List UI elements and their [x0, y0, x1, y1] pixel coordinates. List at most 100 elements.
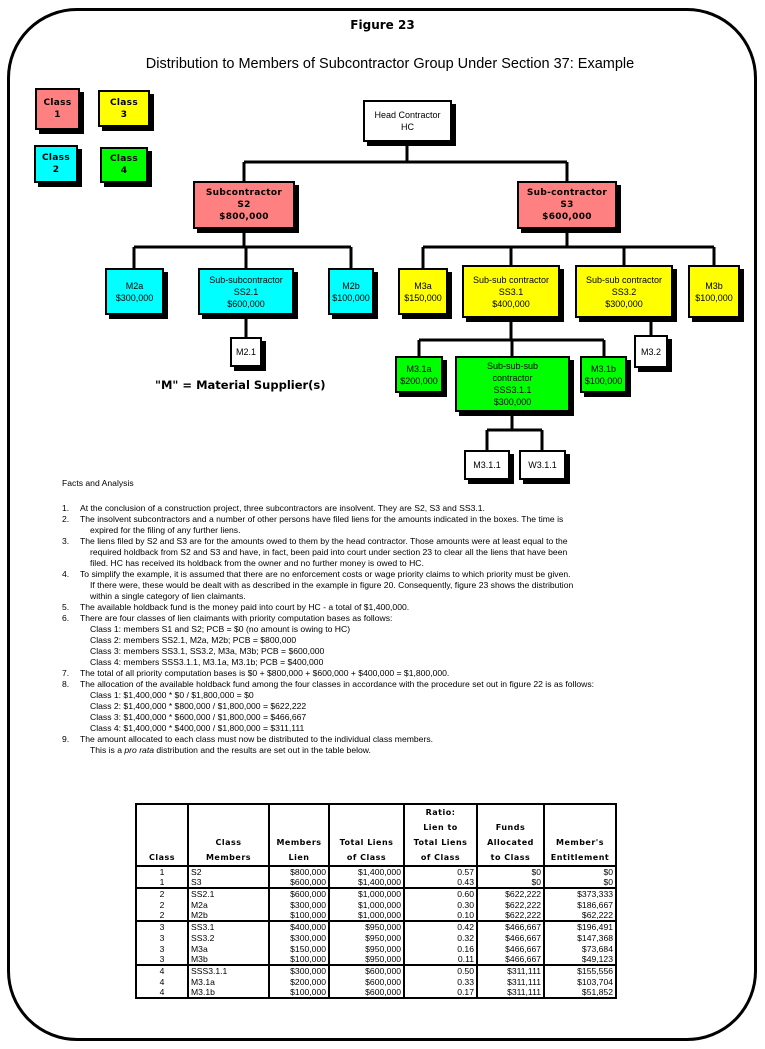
- table-cell: $466,667: [476, 943, 545, 954]
- fact-line: The liens filed by S2 and S3 are for the…: [80, 536, 568, 546]
- table-cell: $600,000: [328, 987, 405, 999]
- table-cell: $311,111: [476, 964, 545, 976]
- fact-item: 9.The amount allocated to each class mus…: [62, 734, 742, 756]
- header-line: Member's: [555, 838, 605, 847]
- table-cell: $300,000: [268, 964, 330, 976]
- table-cell: $600,000: [268, 887, 330, 899]
- table-cell: 2: [135, 910, 189, 921]
- header-line: of Class: [346, 853, 387, 862]
- table-cell: $0: [543, 877, 617, 888]
- fact-item: 4.To simplify the example, it is assumed…: [62, 569, 742, 602]
- header-line: to Class: [490, 853, 531, 862]
- fact-number: 8.: [62, 679, 70, 689]
- node-m2a: M2a$300,000: [105, 268, 164, 315]
- fact-line: There are four classes of lien claimants…: [80, 613, 393, 623]
- table-cell: $100,000: [268, 987, 330, 999]
- table-cell: 0.57: [403, 865, 478, 877]
- table-cell: 3: [135, 943, 189, 954]
- fact-line: The allocation of the available holdback…: [80, 679, 595, 689]
- column-header: Class: [135, 803, 189, 867]
- table-cell: M2a: [187, 899, 270, 910]
- fact-item: 3.The liens filed by S2 and S3 are for t…: [62, 536, 742, 569]
- table-cell: $100,000: [268, 910, 330, 921]
- table-cell: 4: [135, 976, 189, 987]
- table-cell: $466,667: [476, 920, 545, 932]
- table-cell: $1,400,000: [328, 877, 405, 888]
- table-cell: $49,123: [543, 954, 617, 965]
- table-cell: $147,368: [543, 932, 617, 943]
- table-cell: 0.60: [403, 887, 478, 899]
- fact-number: 2.: [62, 514, 70, 524]
- fact-item: 5.The available holdback fund is the mon…: [62, 602, 742, 613]
- fact-number: 6.: [62, 613, 70, 623]
- table-cell: 0.30: [403, 899, 478, 910]
- fact-line: The available holdback fund is the money…: [80, 602, 410, 612]
- header-line: Members: [276, 838, 322, 847]
- fact-line: The total of all priority computation ba…: [80, 668, 450, 678]
- table-cell: $466,667: [476, 932, 545, 943]
- table-cell: S2: [187, 865, 270, 877]
- table-cell: 3: [135, 932, 189, 943]
- table-cell: $100,000: [268, 954, 330, 965]
- table-cell: 0.17: [403, 987, 478, 999]
- table-cell: 4: [135, 964, 189, 976]
- fact-number: 7.: [62, 668, 70, 678]
- fact-line: Class 2: members SS2.1, M2a, M2b; PCB = …: [90, 635, 297, 645]
- diagram-title: Distribution to Members of Subcontractor…: [145, 56, 635, 72]
- fact-line: To simplify the example, it is assumed t…: [80, 569, 571, 579]
- node-m3-1-1: M3.1.1: [464, 450, 510, 480]
- facts-heading: Facts and Analysis: [62, 478, 134, 488]
- table-cell: $950,000: [328, 932, 405, 943]
- table-cell: SS3.1: [187, 920, 270, 932]
- table-cell: 2: [135, 899, 189, 910]
- table-cell: SS3.2: [187, 932, 270, 943]
- fact-line: At the conclusion of a construction proj…: [80, 503, 485, 513]
- table-cell: $311,111: [476, 976, 545, 987]
- fact-line: filed. HC has received its holdback from…: [90, 558, 424, 568]
- fact-item: 7. The total of all priority computation …: [62, 668, 742, 679]
- fact-line: The insolvent subcontractors and a numbe…: [80, 514, 564, 524]
- table-cell: 1: [135, 877, 189, 888]
- fact-item: 1.At the conclusion of a construction pr…: [62, 503, 742, 514]
- table-cell: $155,556: [543, 964, 617, 976]
- table-cell: $0: [543, 865, 617, 877]
- fact-line: Class 1: $1,400,000 * $0 / $1,800,000 = …: [90, 690, 254, 700]
- table-cell: $300,000: [268, 932, 330, 943]
- fact-line: This is a pro rata distribution and the …: [90, 745, 371, 755]
- fact-line: Class 3: $1,400,000 * $600,000 / $1,800,…: [90, 712, 307, 722]
- table-cell: $800,000: [268, 865, 330, 877]
- table-cell: M3.1a: [187, 976, 270, 987]
- node-m2b: M2b$100,000: [328, 268, 374, 315]
- table-cell: M2b: [187, 910, 270, 921]
- table-cell: M3.1b: [187, 987, 270, 999]
- table-cell: $622,222: [476, 910, 545, 921]
- fact-line: Class 4: members SSS3.1.1, M3.1a, M3.1b;…: [90, 657, 324, 667]
- fact-line: Class 3: members SS3.1, SS3.2, M3a, M3b;…: [90, 646, 325, 656]
- fact-line: If there were, these would be dealt with…: [90, 580, 574, 590]
- table-cell: $73,684: [543, 943, 617, 954]
- header-line: of Class: [420, 853, 461, 862]
- table-cell: $950,000: [328, 920, 405, 932]
- table-cell: $196,491: [543, 920, 617, 932]
- table-cell: $1,000,000: [328, 910, 405, 921]
- table-cell: 1: [135, 865, 189, 877]
- node-m2-1: M2.1: [230, 337, 262, 367]
- table-cell: 0.42: [403, 920, 478, 932]
- fact-line: Class 2: $1,400,000 * $800,000 / $1,800,…: [90, 701, 307, 711]
- header-line: Entitlement: [550, 853, 610, 862]
- table-cell: $0: [476, 877, 545, 888]
